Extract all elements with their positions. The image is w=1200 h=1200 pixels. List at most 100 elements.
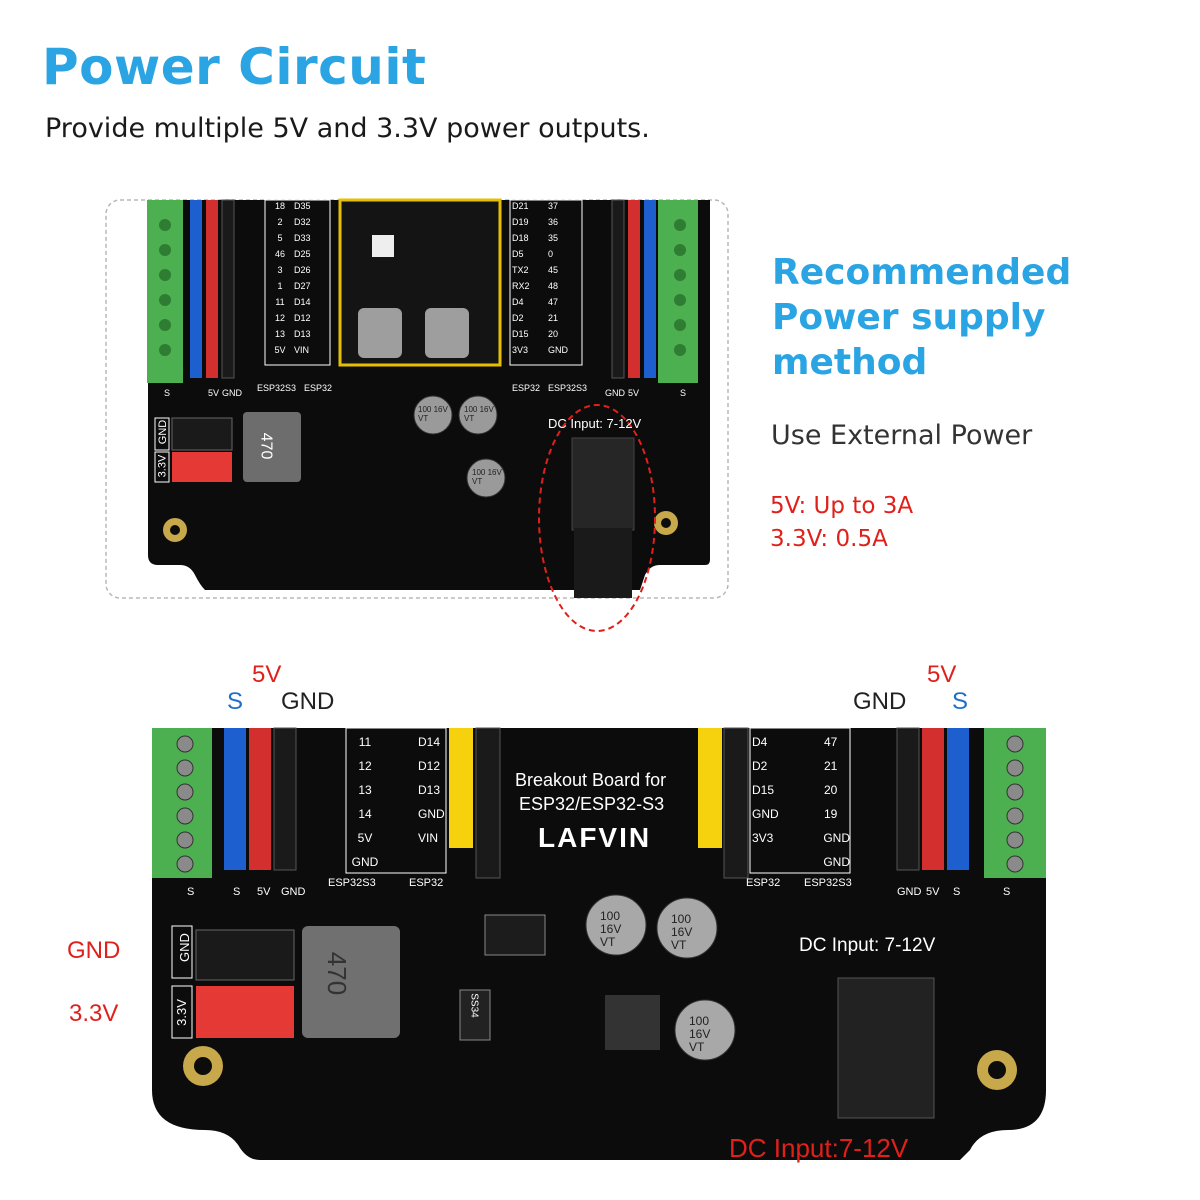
bottom-header-5v-right — [922, 728, 944, 870]
label-5v-left: 5V — [252, 661, 282, 688]
spec-5v: 5V: Up to 3A — [770, 493, 914, 519]
bottom-hdr-gnd: GND — [176, 933, 192, 962]
top-dc-plug — [574, 528, 632, 598]
bottom-header-gnd-left — [273, 727, 297, 871]
top-header-gnd-left — [221, 199, 235, 379]
bottom-col-right-3: S — [953, 886, 961, 898]
top-col-s-left: S — [164, 388, 171, 398]
top-header-s-right — [644, 200, 656, 378]
top-33v-label-box — [154, 451, 170, 483]
bottom-inductor — [302, 926, 400, 1038]
top-board-illustration — [105, 198, 729, 632]
bottom-col-left-4: GND — [281, 886, 306, 898]
top-pcb — [148, 200, 710, 590]
label-gnd-left: GND — [281, 688, 335, 715]
top-cap-3 — [466, 458, 506, 498]
top-gnd-label: GND — [157, 419, 170, 445]
heading-line-1: Recommended — [772, 252, 1072, 293]
brand-logo: LAFVIN — [538, 822, 652, 853]
bottom-yellow-header-left — [449, 728, 473, 848]
bottom-terminal-right — [984, 728, 1046, 878]
bottom-cap-2-label: 100 16V VT — [671, 912, 693, 952]
bottom-col-left-3: 5V — [257, 886, 271, 898]
label-s-left: S — [227, 688, 244, 715]
label-gnd-right: GND — [853, 688, 907, 715]
top-cap-2 — [458, 395, 498, 435]
page-subtitle: Provide multiple 5V and 3.3V power outpu… — [45, 113, 650, 144]
bottom-yellow-header-right — [698, 728, 722, 848]
bottom-cap-1 — [585, 894, 647, 956]
label-dc-input-bottom: DC Input:7-12V — [729, 1133, 909, 1163]
bottom-header-gnd-right — [896, 727, 920, 871]
top-usb-c-1 — [358, 308, 402, 358]
bottom-chip-left-2: ESP32 — [409, 877, 444, 889]
bottom-board-illustration — [152, 727, 1046, 1160]
bottom-col-left-1: S — [187, 886, 195, 898]
dc-highlight-ellipse — [538, 404, 656, 632]
bottom-terminal-left — [152, 728, 212, 878]
page-title: Power Circuit — [42, 38, 427, 96]
top-chip-label-1: ESP32S3 — [257, 383, 297, 393]
top-inductor — [243, 412, 301, 482]
bottom-inductor-label: 470 — [322, 951, 353, 996]
bottom-33v-header — [196, 986, 294, 1038]
bottom-gnd-label-box — [171, 925, 193, 979]
bottom-hdr-33v: 3.3V — [173, 999, 189, 1026]
top-gnd-header — [171, 417, 233, 451]
bottom-33v-label-box — [171, 985, 193, 1039]
recommended-heading: Recommended Power supply method — [772, 250, 1112, 385]
top-cap-1 — [413, 395, 453, 435]
top-cap-3-label: 100 16V VT — [472, 468, 502, 486]
bottom-dc-jack — [837, 977, 935, 1119]
bottom-black-header-left — [475, 727, 501, 879]
top-col-5v-left: 5V — [208, 388, 220, 398]
bottom-header-s-left — [224, 728, 246, 870]
top-33v-header — [172, 452, 232, 482]
bottom-regulator — [605, 995, 660, 1050]
bottom-right-label-block — [749, 727, 851, 874]
bottom-cap-2 — [656, 897, 718, 959]
power-method: Use External Power — [771, 420, 1033, 451]
bottom-diode — [459, 989, 491, 1041]
bottom-cap-3-label: 100 16V VT — [689, 1014, 711, 1054]
top-right-label-block — [509, 199, 583, 366]
top-col-gnd-left: GND — [222, 388, 242, 398]
top-col-5v-right: 5V — [628, 388, 640, 398]
breakout-line-2: ESP32/ESP32-S3 — [519, 794, 665, 814]
top-chip-label-4: ESP32S3 — [548, 383, 588, 393]
top-cap-2-label: 100 16V VT — [464, 405, 494, 423]
top-header-s-left — [190, 200, 202, 378]
top-header-gnd-right — [611, 199, 625, 379]
bottom-black-header-right — [723, 727, 749, 879]
top-chip-label-2: ESP32 — [304, 383, 333, 393]
top-usb-c-2 — [425, 308, 469, 358]
label-33v-side: 3.3V — [69, 1000, 119, 1027]
top-col-gnd-right: GND — [605, 388, 625, 398]
bottom-chip-right-2: ESP32S3 — [804, 877, 852, 889]
label-s-right: S — [952, 688, 969, 715]
bottom-chip-left-1: ESP32S3 — [328, 877, 376, 889]
top-dc-label: DC Input: 7-12V — [548, 416, 642, 431]
bottom-diode-label: SS34 — [468, 993, 480, 1018]
bottom-col-left-2: S — [233, 886, 241, 898]
top-33v-label: 3.3V — [156, 454, 169, 478]
bottom-col-right-4: S — [1003, 886, 1011, 898]
bottom-chip-right-1: ESP32 — [746, 877, 781, 889]
bottom-header-s-right — [947, 728, 969, 870]
top-inductor-label: 470 — [257, 432, 275, 460]
bottom-left-label-block — [345, 727, 447, 874]
label-5v-right: 5V — [927, 661, 957, 688]
top-header-5v-right — [628, 200, 640, 378]
bottom-cap-1-label: 100 16V VT — [600, 909, 622, 949]
spec-3v3: 3.3V: 0.5A — [770, 526, 888, 552]
bottom-gnd-header — [195, 929, 295, 981]
breakout-line-1: Breakout Board for — [515, 770, 667, 790]
bottom-ic — [484, 914, 546, 956]
top-col-s-right: S — [680, 388, 687, 398]
top-header-5v-left — [206, 200, 218, 378]
top-gnd-label-box — [154, 417, 170, 451]
top-dc-jack — [571, 437, 635, 531]
